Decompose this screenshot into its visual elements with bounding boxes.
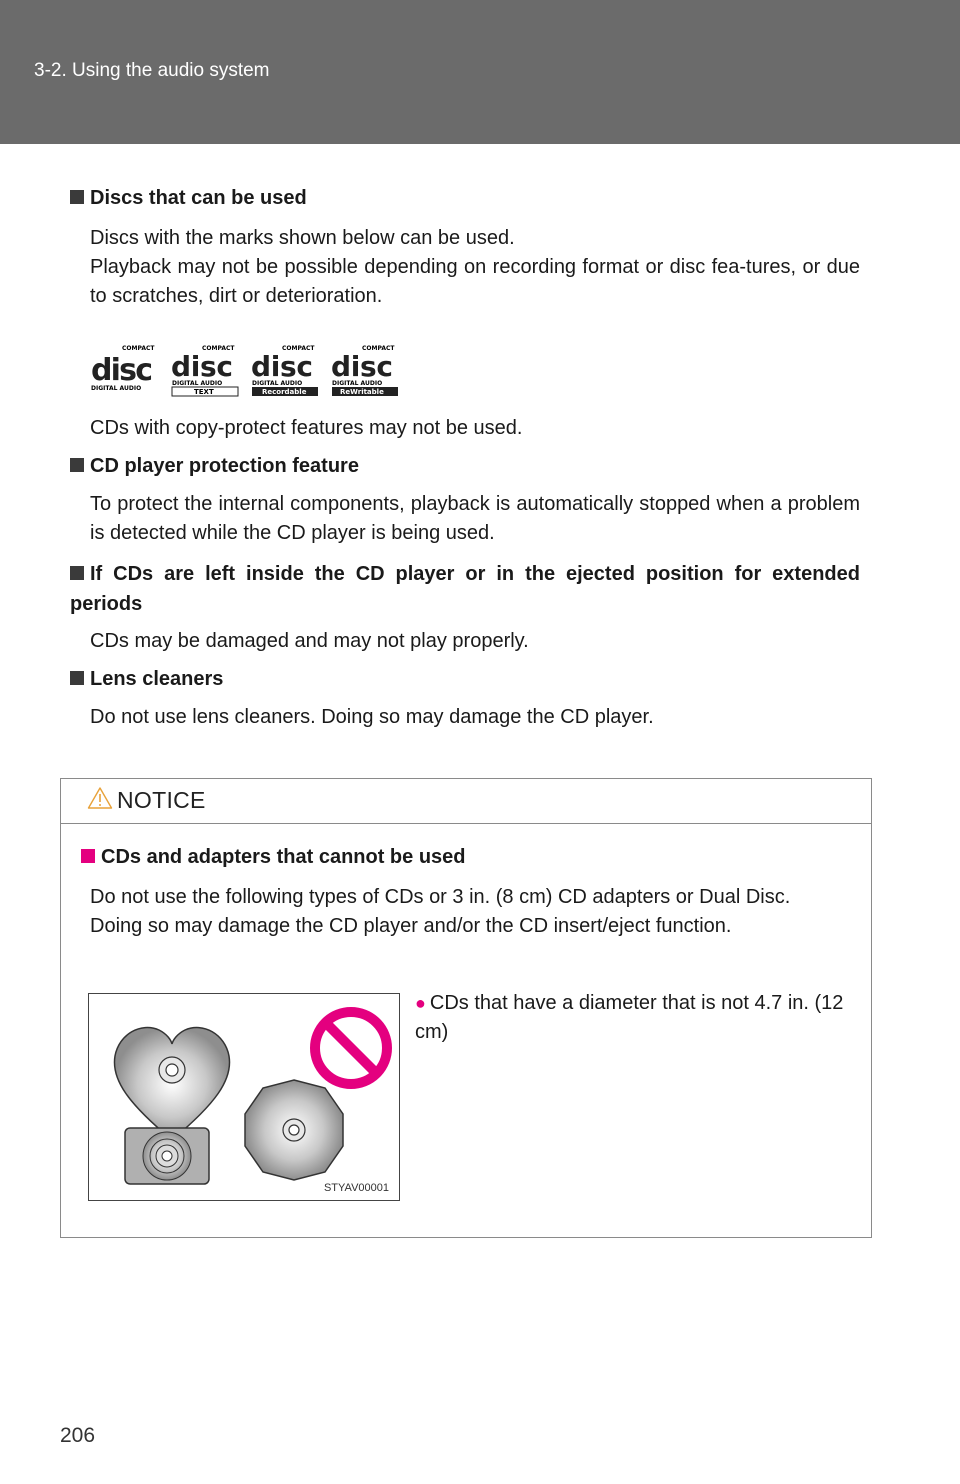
para-lens-cleaners: Do not use lens cleaners. Doing so may d… [90, 706, 654, 728]
svg-text:disc: disc [251, 350, 313, 383]
warning-triangle-icon [87, 787, 113, 809]
unusable-cds-figure: STYAV00001 [88, 993, 400, 1201]
compact-disc-text-logo: COMPACT disc DIGITAL AUDIO TEXT [168, 342, 245, 398]
notice-heading: CDs and adapters that cannot be used [81, 843, 466, 871]
svg-text:COMPACT: COMPACT [282, 345, 315, 352]
para-discs-usable: Discs with the marks shown below can be … [90, 227, 860, 307]
heart-shaped-cd-icon [113, 1026, 231, 1141]
card-shaped-cd-icon [124, 1127, 210, 1185]
heading-cds-left-inside: If CDs are left inside the CD player or … [70, 563, 860, 615]
section-title: 3-2. Using the audio system [34, 60, 270, 81]
heading-discs-usable: Discs that can be used [70, 184, 870, 212]
prohibited-icon [310, 1007, 392, 1089]
bullet-dot-icon: ● [415, 993, 426, 1013]
compact-disc-recordable-logo: COMPACT disc DIGITAL AUDIO Recordable [248, 342, 325, 398]
svg-text:DIGITAL AUDIO: DIGITAL AUDIO [172, 380, 222, 387]
square-bullet-icon [81, 849, 95, 863]
svg-text:disc: disc [171, 350, 233, 383]
svg-text:ReWritable: ReWritable [340, 388, 384, 396]
square-bullet-icon [70, 190, 84, 204]
square-bullet-icon [70, 458, 84, 472]
svg-text:disc: disc [91, 353, 153, 388]
para-protection-feature: To protect the internal components, play… [90, 493, 860, 544]
svg-text:DIGITAL AUDIO: DIGITAL AUDIO [332, 380, 382, 387]
svg-text:DIGITAL AUDIO: DIGITAL AUDIO [91, 385, 141, 392]
para-copy-protect: CDs with copy-protect features may not b… [90, 417, 523, 439]
svg-text:TEXT: TEXT [194, 388, 214, 396]
heading-protection-feature: CD player protection feature [70, 452, 870, 480]
svg-text:Recordable: Recordable [262, 388, 307, 396]
disc-logos-row: COMPACT disc DIGITAL AUDIO COMPACT disc … [88, 342, 405, 400]
notice-body: Do not use the following types of CDs or… [90, 886, 791, 937]
polygon-shaped-cd-icon [244, 1079, 344, 1181]
svg-text:COMPACT: COMPACT [202, 345, 235, 352]
compact-disc-rewritable-logo: COMPACT disc DIGITAL AUDIO ReWritable [328, 342, 405, 398]
page-number: 206 [60, 1424, 96, 1447]
notice-title: NOTICE [117, 787, 206, 813]
notice-header: NOTICE [61, 779, 871, 824]
svg-text:disc: disc [331, 350, 393, 383]
svg-text:DIGITAL AUDIO: DIGITAL AUDIO [252, 380, 302, 387]
svg-text:COMPACT: COMPACT [122, 345, 155, 352]
para-cds-left-inside: CDs may be damaged and may not play prop… [90, 630, 529, 652]
heading-lens-cleaners: Lens cleaners [70, 665, 870, 693]
square-bullet-icon [70, 671, 84, 685]
compact-disc-logo: COMPACT disc DIGITAL AUDIO [88, 342, 165, 398]
figure-code: STYAV00001 [323, 1182, 389, 1194]
svg-text:COMPACT: COMPACT [362, 345, 395, 352]
notice-bullet: ●CDs that have a diameter that is not 4.… [415, 992, 844, 1043]
notice-box: NOTICE CDs and adapters that cannot be u… [60, 778, 872, 1238]
square-bullet-icon [70, 566, 84, 580]
page-header: 3-2. Using the audio system [0, 0, 960, 144]
